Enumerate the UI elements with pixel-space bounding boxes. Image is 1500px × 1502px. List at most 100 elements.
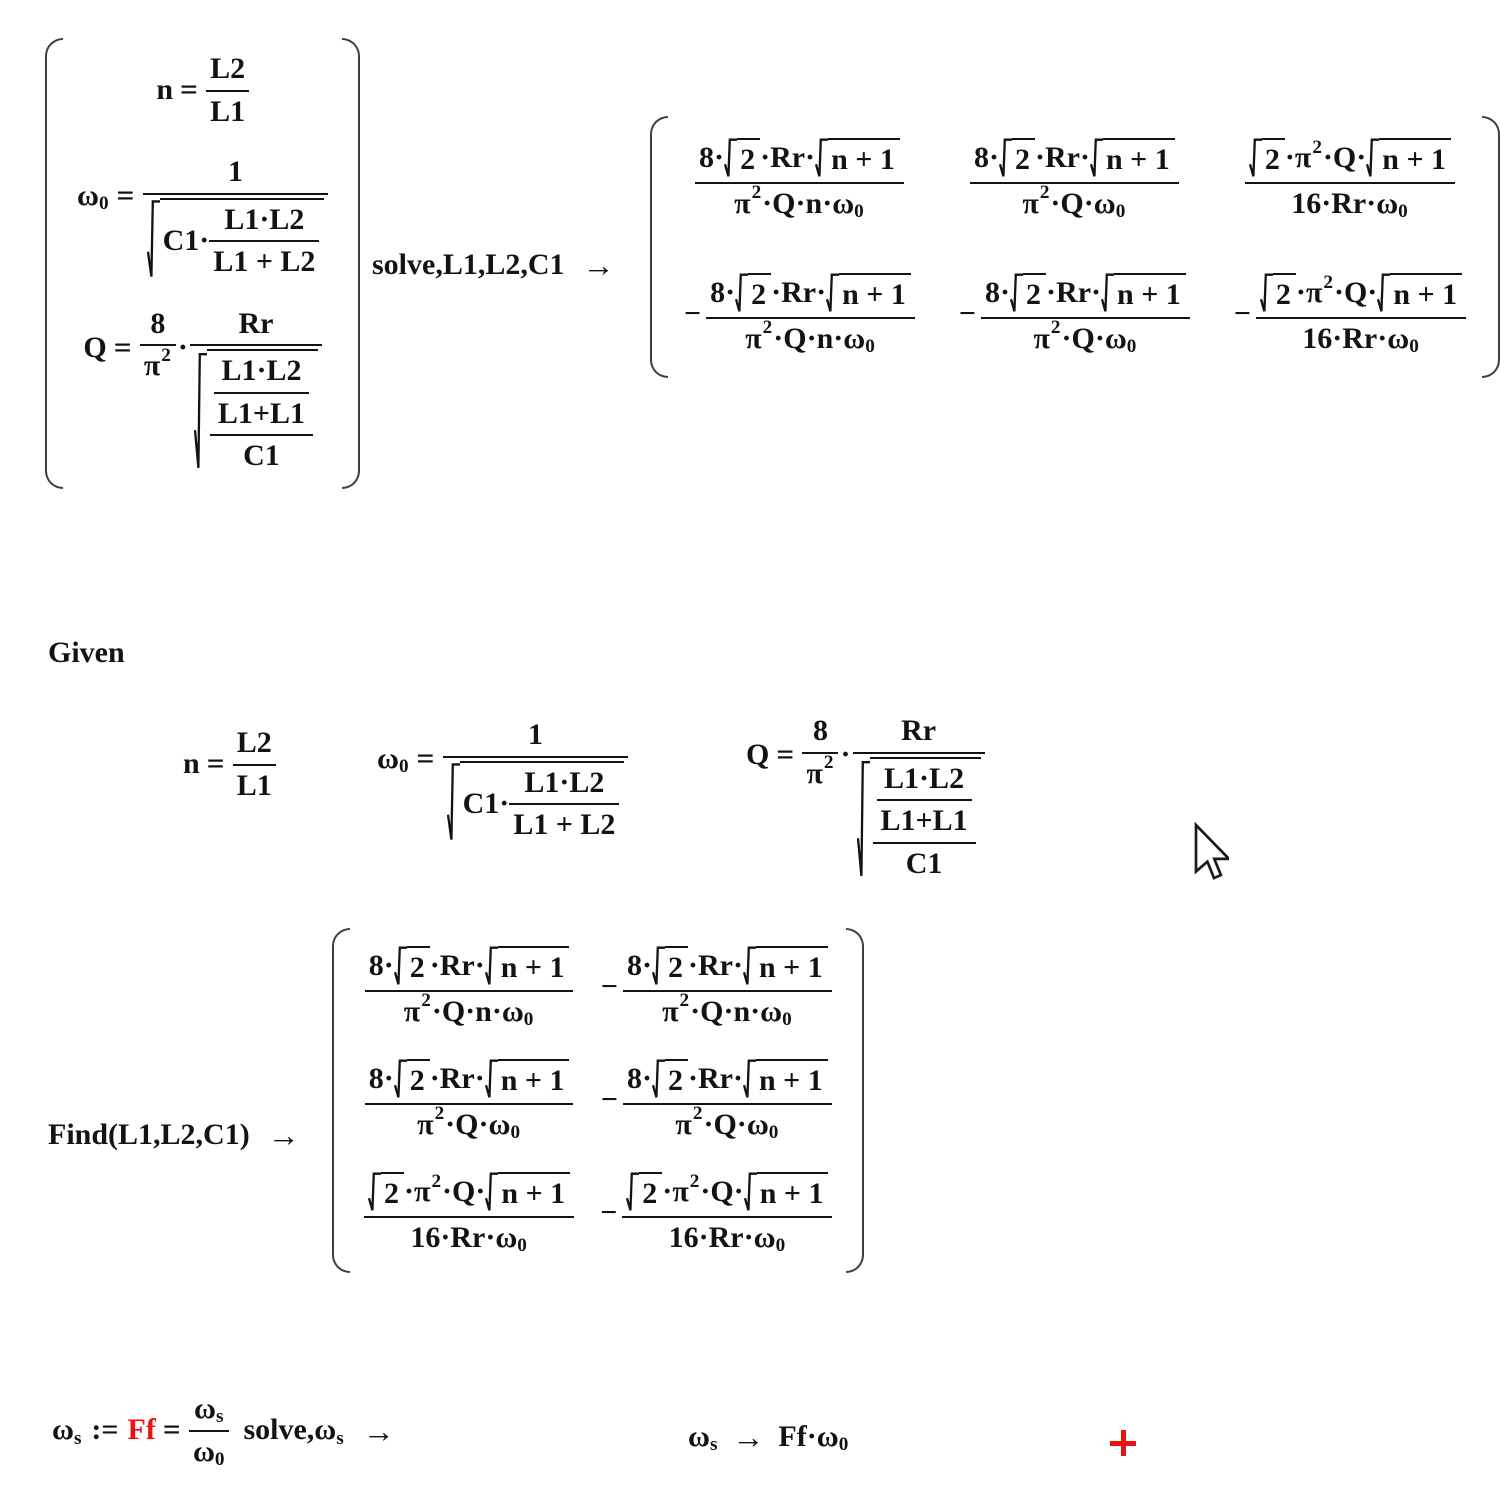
- multiply-dot: ·: [1284, 141, 1295, 174]
- fraction-bar: [442, 755, 629, 758]
- error-variable-ff: Ff: [127, 1413, 156, 1447]
- math-token: 2: [1050, 317, 1061, 339]
- bool-equals: =: [416, 742, 434, 775]
- math-token: Rr: [238, 306, 274, 340]
- math-token: 16·Rr·: [410, 1220, 496, 1254]
- square-root: 2: [735, 273, 772, 314]
- math-token: 8·: [626, 1062, 652, 1095]
- math-token: π: [414, 1175, 431, 1208]
- math-token: 2: [668, 951, 683, 984]
- math-token: 0: [1409, 335, 1419, 357]
- fraction-bar: [802, 751, 839, 754]
- math-token: L1·L2: [524, 765, 605, 799]
- math-token: ·Q·: [1061, 321, 1105, 355]
- radical-icon: [368, 1172, 381, 1213]
- fraction-bar: [876, 799, 972, 801]
- math-token: π: [143, 349, 161, 382]
- radical-icon: [1010, 273, 1023, 314]
- square-root: n + 1: [1366, 138, 1452, 179]
- math-token: ·Rr·: [771, 276, 827, 309]
- square-root: 2: [999, 138, 1035, 179]
- fraction: L1·L2 L1 + L2: [509, 765, 620, 843]
- math-token: 2: [384, 1177, 399, 1210]
- math-token: 0: [865, 335, 875, 357]
- math-token: ω: [192, 1434, 215, 1468]
- math-token: L1·L2: [221, 354, 302, 387]
- math-token: 8·: [368, 949, 394, 982]
- fraction-bar: [364, 989, 574, 992]
- radical-icon: [724, 138, 737, 179]
- fraction: L1·L2 L1+L1: [213, 354, 310, 431]
- math-token: ·Q·: [700, 1175, 744, 1208]
- fraction: Rr L1·L2 L1+L1 C1: [852, 714, 985, 883]
- find-region[interactable]: Find(L1,L2,C1) →: [48, 1118, 300, 1153]
- paren-right: [1482, 116, 1500, 378]
- minus-sign: −: [958, 297, 977, 331]
- math-token: 8·: [368, 1062, 394, 1095]
- fraction-bar: [188, 1429, 230, 1432]
- radical-icon: [857, 757, 870, 883]
- square-root: 2: [394, 946, 430, 987]
- symbolic-arrow-icon: →: [732, 1419, 765, 1456]
- math-token: 0: [98, 193, 109, 215]
- radical-icon: [652, 946, 665, 987]
- solve-keyword[interactable]: solve,L1,L2,C1 →: [372, 248, 615, 283]
- math-token: 2: [1026, 278, 1042, 311]
- paren-left: [650, 116, 668, 378]
- fraction-bar: [139, 344, 176, 346]
- eq-lhs: Q=: [83, 331, 139, 366]
- fraction: 1 C1· L1·L2 L1 + L2: [442, 718, 629, 844]
- symbolic-arrow-icon: →: [267, 1117, 300, 1154]
- square-root: n + 1: [1090, 138, 1175, 179]
- math-token: C1: [905, 846, 943, 880]
- math-token: ·Q·: [445, 1107, 489, 1141]
- radical-icon: [147, 198, 160, 281]
- math-token: L1+L1: [217, 396, 306, 430]
- given-text: Given: [48, 636, 125, 669]
- math-token: n + 1: [501, 1177, 566, 1210]
- bool-equals: =: [206, 747, 224, 781]
- math-token: n + 1: [1117, 278, 1181, 311]
- math-token: 2: [642, 1177, 658, 1210]
- math-token: 1: [528, 718, 544, 751]
- constraint-n[interactable]: n= L2 L1: [183, 726, 276, 803]
- math-token: L1 + L2: [213, 245, 316, 278]
- minus-sign: −: [600, 970, 618, 1004]
- math-token: ω: [194, 1392, 216, 1425]
- fraction-bar: [706, 316, 915, 319]
- math-token: n + 1: [500, 951, 565, 984]
- minus-sign: −: [600, 1196, 618, 1230]
- radical-icon: [743, 1059, 756, 1100]
- math-token: 16·Rr·: [1302, 321, 1388, 355]
- square-root: L1·L2 L1+L1 C1: [857, 756, 981, 883]
- math-token: 8·: [710, 276, 736, 309]
- math-token: Rr: [901, 714, 937, 747]
- symbolic-arrow-icon: →: [582, 247, 615, 284]
- bool-equals: =: [162, 1413, 180, 1447]
- radical-icon: [1090, 138, 1103, 179]
- fraction-bar: [1244, 181, 1456, 184]
- given-label[interactable]: Given: [48, 636, 125, 671]
- math-token: ω: [760, 994, 783, 1028]
- assign-operator: :=: [91, 1413, 119, 1447]
- radical-icon: [826, 273, 839, 314]
- symbolic-arrow-icon: →: [362, 1412, 395, 1449]
- fraction-bar: [209, 434, 314, 436]
